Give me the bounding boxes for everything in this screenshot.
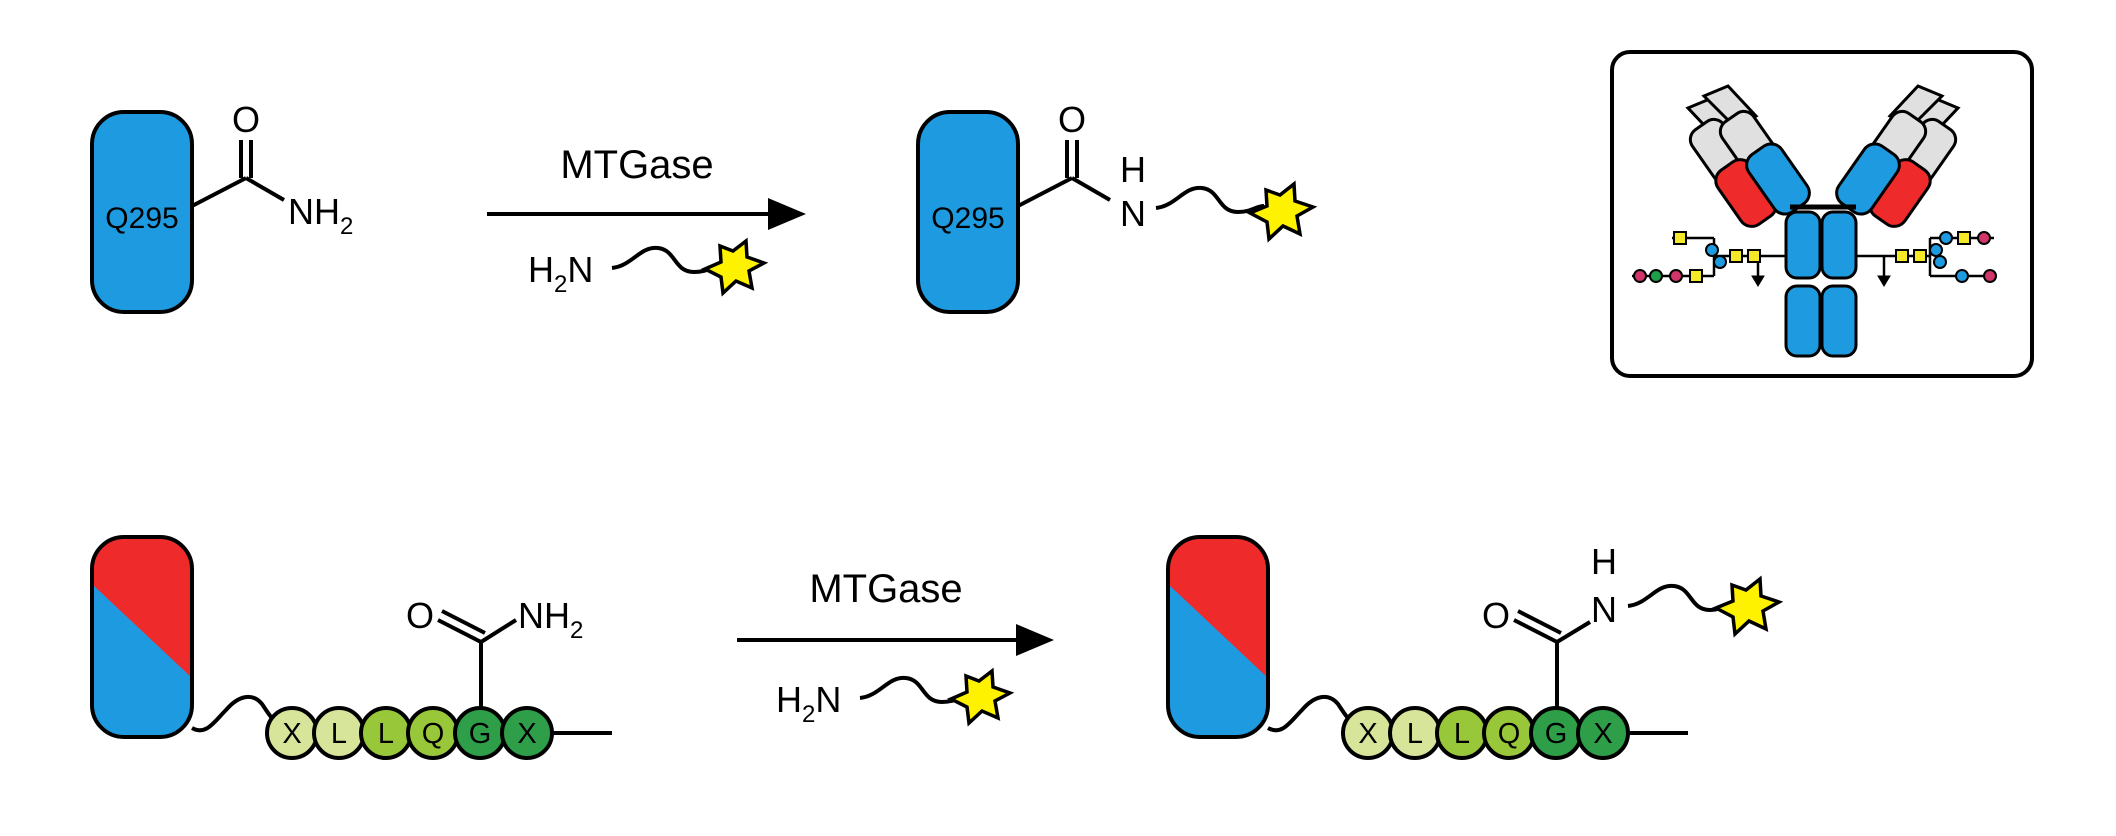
product-linker — [1155, 185, 1265, 215]
bottom-arrowhead — [1016, 624, 1054, 656]
tag-bead-label-substrate: X — [517, 718, 536, 750]
product-bottom-c-n-bond — [1555, 620, 1592, 644]
product-hydrogen-label: H — [1120, 149, 1146, 190]
tag-bead-product — [1576, 706, 1630, 760]
bottom-amine-reagent-label: H2N — [776, 679, 841, 728]
product-bicolor-domain — [1166, 535, 1270, 739]
c-n-bond — [244, 176, 286, 202]
carbonyl-oxygen-label: O — [232, 99, 260, 140]
product-c-n-bond — [1070, 176, 1112, 202]
bicolor-domain — [90, 535, 194, 739]
product-star-icon — [1245, 180, 1318, 243]
tag-bead-label-product: L — [1454, 718, 1470, 750]
tag-bead-label-product: L — [1407, 718, 1423, 750]
bottom-carbonyl-bond-2 — [441, 609, 486, 635]
bottom-nh2-label: NH2 — [518, 595, 583, 644]
product-oxygen-label: O — [1058, 99, 1086, 140]
product-bottom-star-icon — [1711, 575, 1784, 638]
bottom-oxygen-label: O — [406, 595, 434, 636]
tag-bead-label-product: G — [1545, 718, 1568, 750]
tag-bead-label-product: X — [1358, 718, 1377, 750]
product-bottom-oxygen-label: O — [1482, 595, 1510, 636]
bottom-enzyme-label: MTGase — [809, 567, 962, 611]
top-enzyme-label: MTGase — [560, 143, 713, 187]
q295-product-domain — [916, 110, 1020, 314]
product-bottom-carbonyl-bond-1 — [1513, 618, 1558, 644]
antibody-glycan-icon — [1632, 84, 1997, 358]
bottom-arrow-group: MTGase H2N — [737, 567, 1054, 728]
q295-product-domain-label: Q295 — [931, 202, 1004, 235]
product-amide-bond-to-domain — [1017, 176, 1073, 208]
top-arrow-group: MTGase H2N — [487, 143, 806, 298]
top-substrate: Q295 O NH2 — [90, 99, 353, 314]
top-reagent-star-icon — [700, 237, 769, 297]
top-arrowhead — [768, 198, 806, 230]
top-reaction: Q295 O NH2 MTGase H2N Q295 O H — [90, 99, 1318, 314]
antibody-inset — [1610, 50, 2034, 378]
product-bottom-carbonyl-bond-2 — [1517, 609, 1562, 635]
q295-domain-label: Q295 — [105, 202, 178, 235]
tag-bead-substrate — [500, 706, 554, 760]
tag-bead-label-substrate: G — [469, 718, 492, 750]
product-bottom-nitrogen-label: N — [1591, 589, 1617, 630]
tag-bead-label-substrate: X — [282, 718, 301, 750]
q295-domain — [90, 110, 194, 314]
top-amine-reagent-label: H2N — [528, 249, 593, 298]
top-product: Q295 O H N — [916, 99, 1318, 314]
tag-bead-label-substrate: L — [378, 718, 394, 750]
product-nitrogen-label: N — [1120, 193, 1146, 234]
tag-bead-label-product: Q — [1498, 718, 1521, 750]
bottom-carbonyl-bond-1 — [437, 618, 482, 644]
bottom-c-n-bond — [479, 618, 518, 644]
amide-bond-to-domain — [191, 176, 247, 208]
tag-bead-label-substrate: L — [331, 718, 347, 750]
product-bottom-hydrogen-label: H — [1591, 541, 1617, 582]
amine-nh2-label: NH2 — [288, 191, 353, 240]
bottom-reagent-star-icon — [946, 667, 1015, 727]
tag-bead-label-product: X — [1593, 718, 1612, 750]
tag-bead-label-substrate: Q — [422, 718, 445, 750]
